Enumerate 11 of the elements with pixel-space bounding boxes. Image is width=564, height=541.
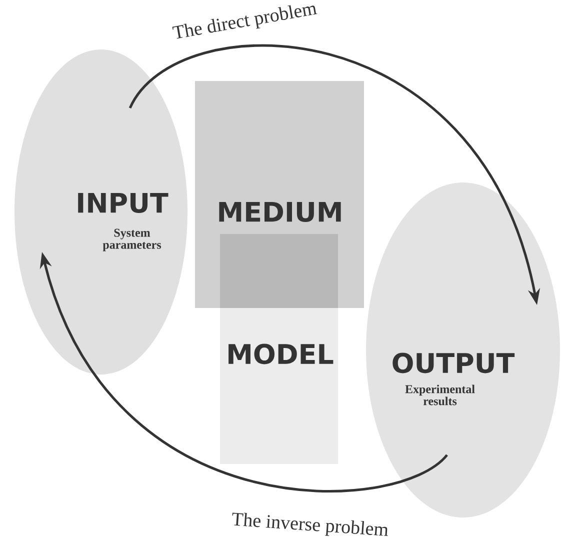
rectangle-block xyxy=(220,234,338,464)
node-subtitle: System parameters xyxy=(102,228,162,252)
node-subtitle: Experimental results xyxy=(405,384,475,406)
ellipse-shape xyxy=(366,182,560,518)
node-title: OUTPUT xyxy=(392,352,515,374)
node-title: MEDIUM xyxy=(219,202,341,222)
node-title: INPUT xyxy=(78,192,168,214)
ellipse-shape xyxy=(14,50,188,374)
edge-label: The direct problem xyxy=(170,0,320,44)
edge-label: The inverse problem xyxy=(230,510,390,541)
node-title: MODEL xyxy=(228,344,334,364)
